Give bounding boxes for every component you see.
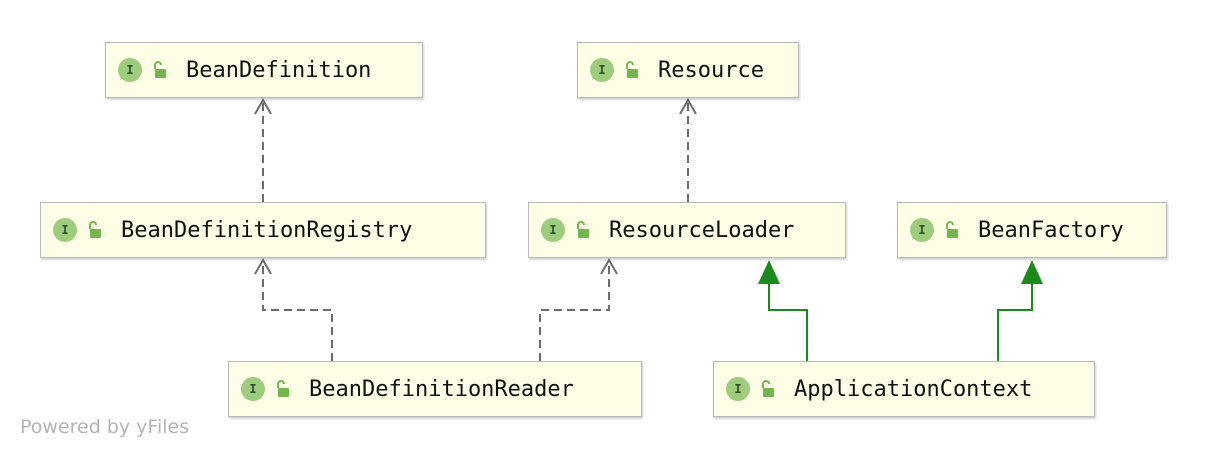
node-bean-definition-registry[interactable]: I BeanDefinitionRegistry [40,202,486,258]
interface-icon: I [118,58,142,82]
edge-application-context-to-resource-loader [758,260,808,361]
edge-line [997,282,1033,361]
public-lock-icon [577,221,589,238]
filled-arrowhead-icon [1021,260,1043,284]
node-label: BeanFactory [978,217,1124,243]
node-resource[interactable]: I Resource [577,42,799,98]
node-label: ApplicationContext [794,376,1033,402]
node-label: BeanDefinitionRegistry [121,217,413,243]
interface-icon: I [241,377,265,401]
node-bean-factory[interactable]: I BeanFactory [897,202,1167,258]
public-lock-icon [89,221,101,238]
edge-line [539,260,610,361]
open-arrowhead-icon [254,97,272,115]
node-label: BeanDefinitionReader [309,376,574,402]
node-resource-loader[interactable]: I ResourceLoader [528,202,846,258]
public-lock-icon [762,380,774,397]
node-label: ResourceLoader [609,217,795,243]
node-bean-definition[interactable]: I BeanDefinition [105,42,423,98]
open-arrowhead-icon [600,257,618,275]
interface-icon: I [541,218,565,242]
edge-application-context-to-bean-factory [997,260,1043,361]
interface-icon: I [590,58,614,82]
interface-icon: I [910,218,934,242]
node-bean-definition-reader[interactable]: I BeanDefinitionReader [228,361,642,417]
public-lock-icon [626,61,638,78]
interface-icon: I [53,218,77,242]
edge-line [262,260,333,361]
edge-bean-definition-reader-to-bean-definition-registry [254,257,333,361]
public-lock-icon [277,380,289,397]
filled-arrowhead-icon [758,260,780,284]
open-arrowhead-icon [679,97,697,115]
node-label: BeanDefinition [186,57,372,83]
public-lock-icon [946,221,958,238]
edge-line [768,282,808,361]
edge-resource-loader-to-resource [679,97,697,202]
node-application-context[interactable]: I ApplicationContext [713,361,1095,417]
edge-bean-definition-registry-to-bean-definition [254,97,272,202]
node-label: Resource [658,57,764,83]
edge-bean-definition-reader-to-resource-loader [539,257,618,361]
watermark: Powered by yFiles [20,416,190,438]
open-arrowhead-icon [254,257,272,275]
public-lock-icon [154,61,166,78]
interface-icon: I [726,377,750,401]
